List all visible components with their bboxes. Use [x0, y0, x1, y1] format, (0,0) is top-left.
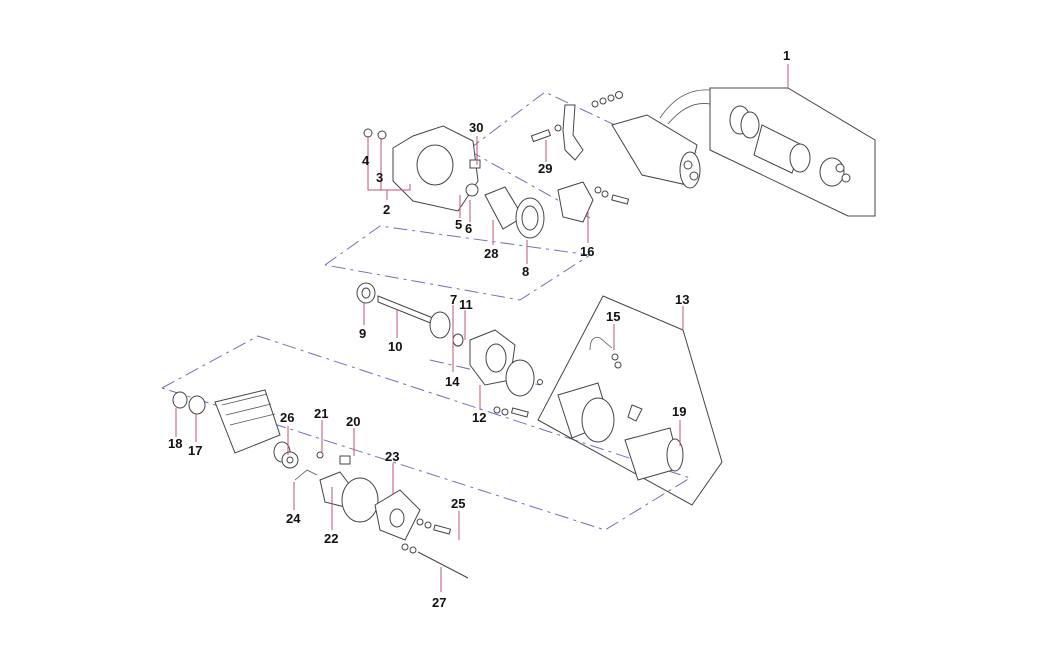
callout-9: 9 — [359, 326, 366, 341]
pinion-clutch — [465, 183, 545, 239]
armature — [172, 389, 291, 463]
callout-2: 2 — [383, 202, 390, 217]
callout-3: 3 — [376, 170, 383, 185]
callout-1: 1 — [783, 48, 790, 63]
brushes — [294, 451, 351, 481]
leader-lines — [175, 64, 789, 592]
drive-housing — [363, 125, 481, 212]
callout-29: 29 — [538, 161, 552, 176]
callout-7: 7 — [450, 292, 457, 307]
callout-25: 25 — [451, 496, 465, 511]
callout-26: 26 — [280, 410, 294, 425]
callout-6: 6 — [465, 221, 472, 236]
callout-30: 30 — [469, 120, 483, 135]
solenoid-kit-parts — [729, 105, 851, 187]
shaft-assembly — [356, 282, 464, 347]
callout-19: 19 — [672, 404, 686, 419]
end-cover — [374, 489, 469, 579]
callout-20: 20 — [346, 414, 360, 429]
callout-23: 23 — [385, 449, 399, 464]
callout-24: 24 — [286, 511, 301, 526]
brush-holder — [319, 471, 379, 523]
callout-14: 14 — [445, 374, 460, 389]
callout-12: 12 — [472, 410, 486, 425]
callout-11: 11 — [459, 297, 473, 312]
bearing-26 — [281, 451, 299, 469]
yoke-assembly — [557, 337, 684, 481]
callout-17: 17 — [188, 443, 202, 458]
gear-housing — [469, 329, 543, 418]
gear-bracket — [557, 181, 630, 223]
callout-labels: 1 2 3 4 5 6 7 8 9 10 11 12 13 14 15 16 1… — [168, 48, 790, 610]
callout-22: 22 — [324, 531, 338, 546]
callout-10: 10 — [388, 339, 402, 354]
callout-15: 15 — [606, 309, 620, 324]
solenoid-switch — [611, 89, 711, 189]
callout-4: 4 — [362, 153, 370, 168]
callout-18: 18 — [168, 436, 182, 451]
callout-8: 8 — [522, 264, 529, 279]
callout-16: 16 — [580, 244, 594, 259]
callout-13: 13 — [675, 292, 689, 307]
shift-lever — [530, 91, 623, 161]
callout-21: 21 — [314, 406, 328, 421]
callout-5: 5 — [455, 217, 462, 232]
callout-27: 27 — [432, 595, 446, 610]
yoke-kit-frame — [537, 295, 723, 506]
callout-28: 28 — [484, 246, 498, 261]
